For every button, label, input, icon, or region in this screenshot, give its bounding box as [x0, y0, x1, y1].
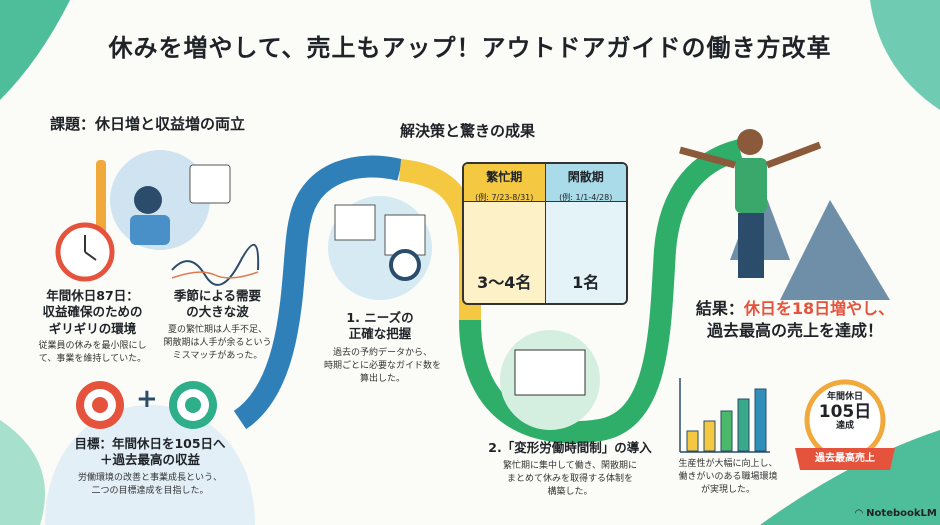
person-icon — [130, 215, 170, 245]
result-title-prefix: 結果： — [695, 299, 744, 318]
solution-heading: 解決策と驚きの成果 — [400, 122, 536, 140]
mountain-icon — [730, 180, 890, 300]
step2-desc: 繁忙期に集中して働き、閑散期に まとめて休みを取得する体制を 構築した。 — [502, 461, 638, 498]
busy-label: 繁忙期 — [486, 170, 523, 184]
goal-backdrop — [45, 405, 255, 525]
growth-bar-chart — [686, 388, 767, 452]
result-title: 結果：休日を18日増やし、過去最高の売上を達成！ — [670, 298, 920, 343]
corner-blob — [760, 430, 940, 525]
target-icon — [169, 381, 217, 429]
flow-green — [459, 139, 744, 444]
off-label: 閑散期 — [567, 170, 604, 184]
goal-title: 目標：年間休日を105日へ ＋過去最高の収益 — [74, 436, 226, 468]
corner-blob — [0, 0, 70, 100]
calendar-icon — [189, 164, 231, 204]
plus-icon: + — [136, 384, 158, 414]
off-season-column: 閑散期 (例: 1/1-4/28) 1名 — [545, 164, 626, 303]
step1-desc: 過去の予約データから、 時期ごとに必要なガイド数を 算出した。 — [323, 348, 441, 385]
badge-ribbon — [795, 448, 895, 470]
badge-number: 105日 — [818, 401, 872, 422]
result-title-highlight: 休日を18日増やし、 — [743, 299, 895, 318]
notebooklm-logo: ◠ NotebookLM — [855, 508, 937, 519]
growth-bar — [686, 430, 699, 452]
corner-blob — [0, 420, 45, 525]
brand-name: NotebookLM — [866, 508, 937, 519]
growth-bar — [703, 420, 716, 452]
step1-title: 1. ニーズの 正確な把握 — [346, 310, 414, 342]
badge-text: 年間休日 105日 達成 — [807, 392, 883, 432]
challenge-heading: 課題：休日増と収益増の両立 — [50, 115, 246, 133]
result-desc: 生産性が大幅に向上し、 働きがいのある職場環境 が実現した。 — [678, 459, 778, 496]
growth-bar — [720, 410, 733, 452]
paddle-icon — [96, 160, 106, 240]
wave-chart-icon — [171, 243, 260, 286]
calendar-icon — [334, 204, 376, 241]
page-title: 休みを増やして、売上もアップ！アウトドアガイドの働き方改革 — [108, 34, 832, 62]
target-icon — [76, 381, 124, 429]
person-icon — [737, 129, 763, 155]
point2-desc: 夏の繁忙期は人手不足、 閑散期は人手が余るという ミスマッチがあった。 — [163, 325, 272, 362]
badge-top: 年間休日 — [826, 392, 863, 402]
magnifier-icon — [389, 249, 421, 281]
growth-bar — [754, 388, 767, 452]
busy-season-column: 繁忙期 (例: 7/23-8/31) 3〜4名 — [464, 164, 546, 303]
busy-period: (例: 7/23-8/31) — [475, 193, 534, 202]
point2-title: 季節による需要 の大きな波 — [173, 288, 262, 320]
flow-blue — [233, 155, 403, 430]
step2-title: 2.「変形労働時間制」の導入 — [488, 440, 652, 455]
badge-bottom: 達成 — [835, 421, 854, 432]
busy-staff: 3〜4名 — [477, 273, 532, 292]
point1-desc: 従業員の休みを最小限にし て、事業を維持していた。 — [38, 341, 147, 365]
result-title-rest: 過去最高の売上を達成！ — [706, 321, 883, 341]
growth-bar — [737, 398, 750, 452]
off-staff: 1名 — [572, 273, 600, 292]
calendar-icon — [514, 349, 586, 396]
goal-desc: 労働環境の改善と事業成長という、 二つの目標達成を目指した。 — [77, 473, 222, 497]
badge-ribbon-text: 過去最高売上 — [815, 453, 875, 464]
off-period: (例: 1/1-4/28) — [559, 193, 613, 202]
point1-title: 年間休日87日： 収益確保のための ギリギリの環境 — [42, 288, 143, 336]
staffing-table: 繁忙期 (例: 7/23-8/31) 3〜4名 閑散期 (例: 1/1-4/28) … — [462, 162, 628, 305]
corner-blob — [870, 0, 940, 110]
